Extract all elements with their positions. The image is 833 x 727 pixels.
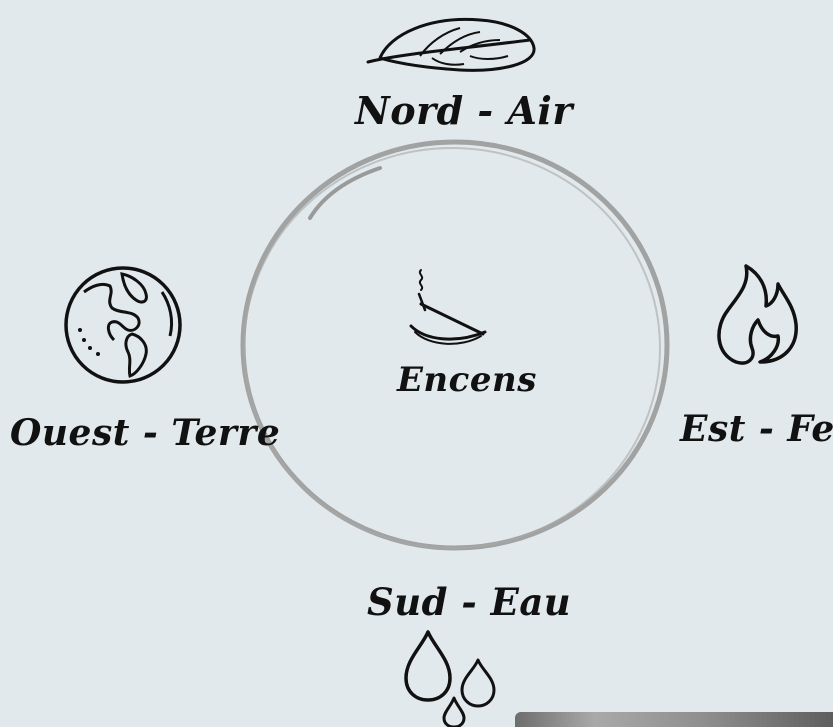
globe-icon [62, 264, 184, 386]
north-label: Nord - Air [355, 88, 573, 133]
south-label: Sud - Eau [367, 580, 571, 624]
incense-icon [405, 266, 495, 350]
feather-icon [360, 14, 540, 78]
west-label: Ouest - Terre [10, 412, 280, 454]
flame-icon [708, 262, 802, 366]
water-drops-icon [400, 628, 500, 727]
center-label: Encens [397, 360, 537, 400]
east-label: Est - Feu [680, 408, 833, 450]
photo-corner [515, 712, 833, 727]
